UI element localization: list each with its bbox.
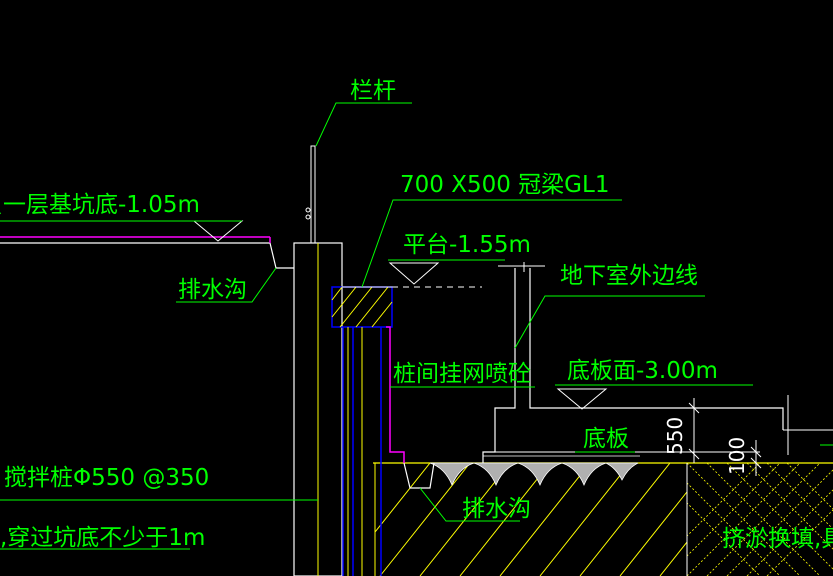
- drain-upper-leader: [176, 267, 277, 303]
- label-slab: 底板: [583, 426, 629, 452]
- label-drain-lower: 排水沟: [462, 496, 531, 522]
- cone-piles: [429, 462, 639, 487]
- label-railing: 栏杆: [350, 78, 396, 104]
- mesh-shotcrete-line: [386, 326, 405, 463]
- label-pile-mesh: 桩间挂网喷砼: [393, 361, 531, 387]
- label-slab-top: 底板面-3.00m: [567, 358, 718, 384]
- crown-beam-hatch: [331, 286, 393, 328]
- label-dim-550: 550: [663, 417, 687, 455]
- label-pit-bottom: 负一层基坑底-1.05m: [0, 192, 200, 218]
- level-marker-platform: [388, 262, 440, 285]
- crown-beam-leader: [361, 199, 622, 288]
- soil-hatch-left: [375, 463, 687, 576]
- label-basement-edge: 地下室外边线: [560, 263, 698, 289]
- level-marker-pit: [192, 220, 244, 242]
- basement-edge-leader: [514, 295, 705, 349]
- drain-lower-leader: [419, 487, 520, 522]
- railing-leader: [315, 102, 412, 147]
- label-crown-beam: 700 X500 冠梁GL1: [400, 172, 609, 198]
- dim-550: [684, 398, 704, 463]
- dim-100: [750, 440, 762, 476]
- railing-post: [310, 145, 316, 244]
- label-through-pit: ,穿过坑底不少于1m: [0, 525, 205, 551]
- label-dim-100: 100: [725, 437, 749, 475]
- label-mixing-pile: 搅拌桩Φ550 @350: [4, 465, 209, 491]
- drain-lower-shape: [403, 462, 435, 489]
- pit-floor-white: [0, 242, 294, 269]
- basement-wall-inner: [529, 268, 784, 430]
- railing-bolt-2: [305, 214, 311, 220]
- basement-wall: [482, 268, 516, 463]
- railing-bolt-1: [305, 207, 311, 213]
- label-platform: 平台-1.55m: [403, 232, 531, 258]
- soil-crosshatch-right: [687, 463, 833, 576]
- label-drain-upper: 排水沟: [178, 277, 247, 303]
- label-replace-fill: 挤淤换填,具体: [722, 526, 833, 552]
- level-marker-slab: [556, 388, 608, 410]
